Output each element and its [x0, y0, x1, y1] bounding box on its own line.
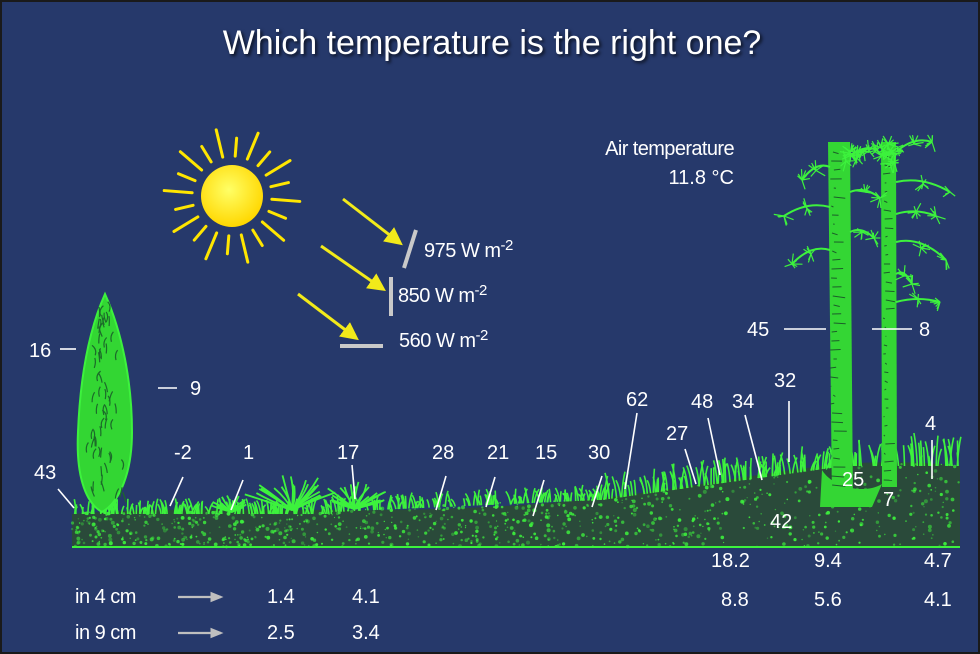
temp-label: 4	[925, 413, 937, 435]
depth-label-9cm: in 9 cm	[75, 622, 136, 644]
temp-label: 21	[487, 442, 510, 464]
temp-label: -2	[174, 442, 192, 464]
soil-temp-value: 4.7	[924, 550, 952, 572]
temp-label: 48	[691, 391, 714, 413]
arrow-icon	[320, 244, 386, 292]
temp-label: 25	[842, 469, 865, 491]
sun-icon	[162, 128, 302, 264]
temp-label: 9	[190, 378, 202, 400]
radiation-value: 850	[398, 285, 430, 307]
soil-temp-value: 2.5	[267, 622, 295, 644]
radiation-unit: W m	[435, 330, 476, 352]
soil-temp-value: 4.1	[352, 586, 380, 608]
depth-arrows	[178, 591, 224, 639]
temp-label: 8	[919, 319, 931, 341]
leader-lines	[57, 328, 933, 517]
temp-label: 7	[883, 489, 895, 511]
temp-label: 32	[774, 370, 797, 392]
arrow-icon	[342, 197, 403, 246]
soil-temp-value: 18.2	[711, 550, 750, 572]
receiving-surfaces	[340, 229, 418, 348]
temp-label: 17	[337, 442, 360, 464]
soil-temp-value: 1.4	[267, 586, 295, 608]
temp-label: 45	[747, 319, 770, 341]
depth-label-4cm: in 4 cm	[75, 586, 136, 608]
radiation-unit: W m	[460, 240, 501, 262]
radiation-label-560: 560 W m-2	[399, 328, 488, 351]
radiation-label-850: 850 W m-2	[398, 283, 487, 306]
radiation-value: 975	[424, 240, 456, 262]
temp-label: 1	[243, 442, 255, 464]
soil-temp-value: 3.4	[352, 622, 380, 644]
temp-label: 34	[732, 391, 755, 413]
arrow-icon	[297, 292, 359, 341]
temp-label: 30	[588, 442, 611, 464]
radiation-value: 560	[399, 330, 431, 352]
radiation-arrows	[297, 197, 403, 341]
temp-label: 15	[535, 442, 558, 464]
radiation-exponent: -2	[475, 327, 489, 344]
soil-temp-value: 5.6	[814, 589, 842, 611]
radiation-unit: W m	[434, 285, 475, 307]
soil-temp-value: 8.8	[721, 589, 749, 611]
air-temperature-label: Air temperature	[605, 138, 734, 160]
temp-label: 27	[666, 423, 689, 445]
air-temperature-value: 11.8 °C	[668, 167, 734, 189]
temp-label: 43	[34, 462, 57, 484]
temp-label: 28	[432, 442, 455, 464]
page-title: Which temperature is the right one?	[222, 24, 762, 62]
radiation-exponent: -2	[474, 282, 488, 299]
temp-label: 42	[770, 511, 793, 533]
soil-temp-value: 4.1	[924, 589, 952, 611]
radiation-exponent: -2	[500, 237, 514, 254]
soil-temp-value: 9.4	[814, 550, 842, 572]
vegetation	[70, 134, 962, 549]
temp-label: 62	[626, 389, 649, 411]
radiation-label-975: 975 W m-2	[424, 238, 513, 261]
temp-label: 16	[29, 340, 52, 362]
